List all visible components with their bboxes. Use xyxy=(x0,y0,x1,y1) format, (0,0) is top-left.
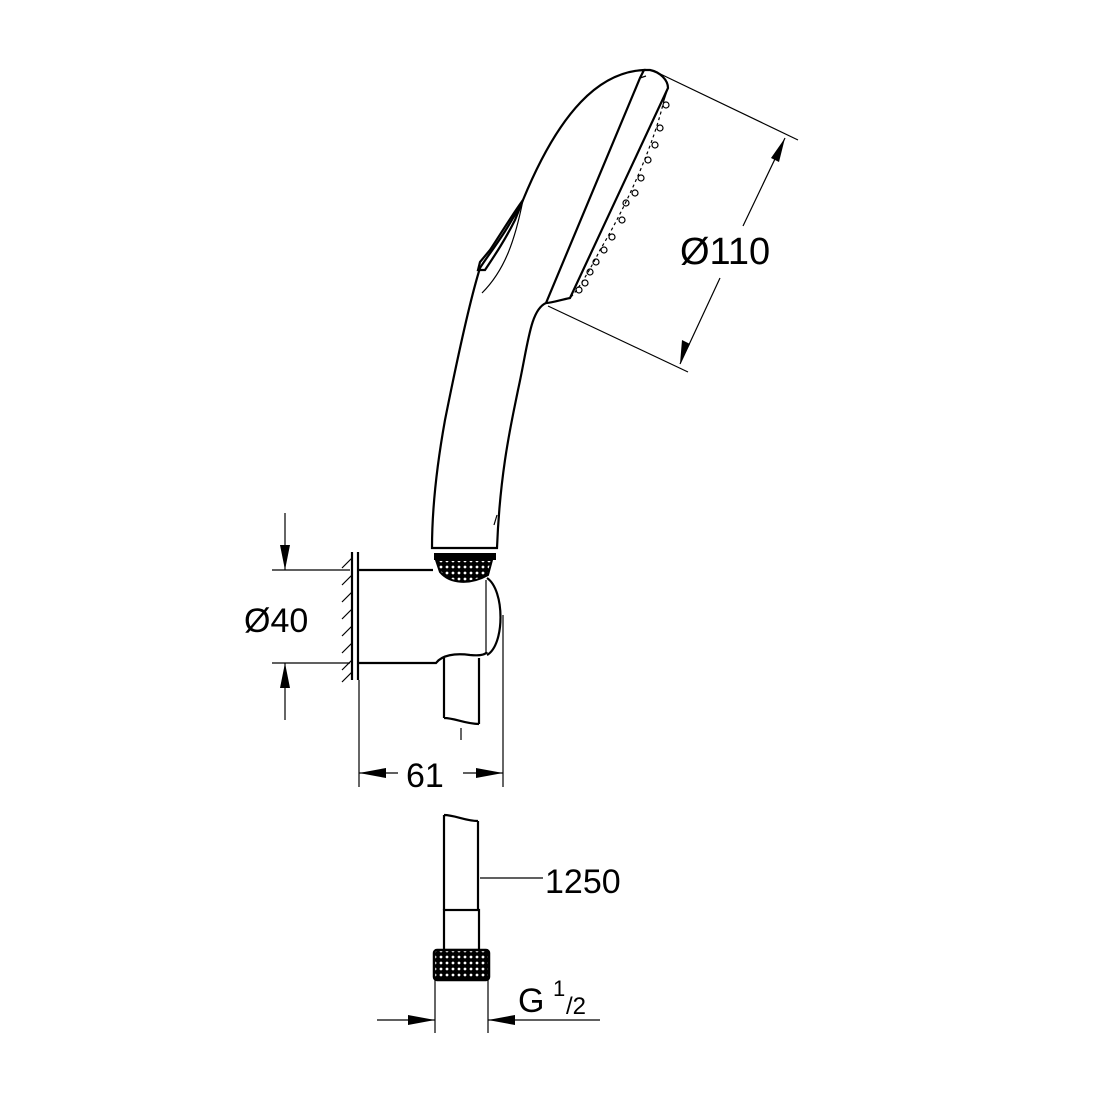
dimension-head-diameter: Ø110 xyxy=(547,69,799,373)
holder-depth-label: 61 xyxy=(406,757,444,795)
dimension-holder-depth: 61 xyxy=(358,615,504,795)
handle-nut xyxy=(434,553,496,560)
knurled-connector-bottom xyxy=(432,948,491,982)
head-diameter-label: Ø110 xyxy=(680,231,770,273)
thread-numerator-label: 1 xyxy=(553,976,565,1001)
dimension-hose-length: 1250 xyxy=(480,863,621,901)
dimension-holder-diameter: Ø40 xyxy=(244,513,350,720)
wall-holder xyxy=(341,552,502,740)
dimension-thread: G 1 /2 xyxy=(377,976,600,1025)
holder-diameter-label: Ø40 xyxy=(244,602,308,640)
hose-length-label: 1250 xyxy=(545,863,621,901)
hand-shower xyxy=(430,68,670,550)
spray-nozzles xyxy=(569,99,670,299)
wall-hatching xyxy=(341,557,353,683)
knurled-connector-top xyxy=(434,559,494,583)
spray-selector-button xyxy=(476,199,525,272)
thread-prefix-label: G xyxy=(518,982,544,1020)
thread-denominator-label: /2 xyxy=(566,993,586,1020)
hose-end xyxy=(432,813,491,1033)
